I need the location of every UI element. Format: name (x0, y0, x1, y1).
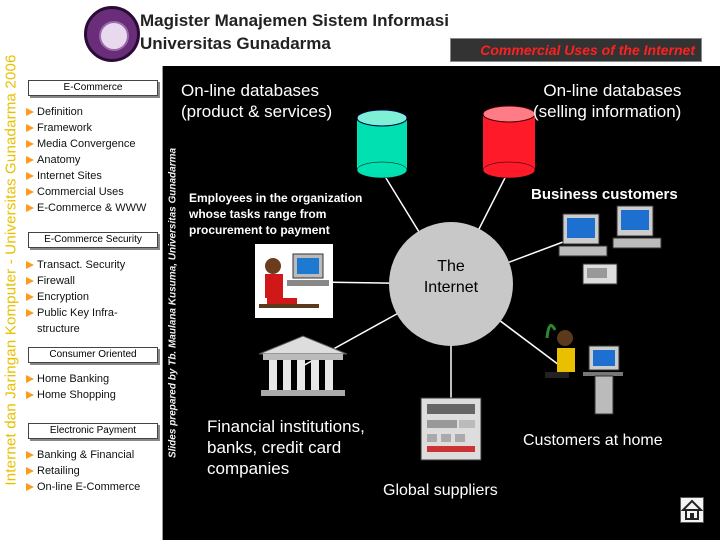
sidebar-item-public-key[interactable]: Public Key Infra- (26, 305, 125, 321)
sidebar-section-payment[interactable]: Electronic Payment (28, 423, 158, 439)
diagram-graphics (255, 105, 662, 461)
vertical-banner: Internet dan Jaringan Komputer - Univers… (0, 0, 22, 540)
sidebar-item-home-banking[interactable]: Home Banking (26, 371, 116, 387)
sidebar-list-security: Transact. Security Firewall Encryption P… (26, 257, 125, 337)
home-button[interactable] (680, 497, 704, 523)
sidebar-item-anatomy[interactable]: Anatomy (26, 152, 146, 168)
computer-workstation-icon (558, 205, 662, 285)
sidebar-item-firewall[interactable]: Firewall (26, 273, 125, 289)
sidebar-item-internet-sites[interactable]: Internet Sites (26, 168, 146, 184)
label-business-customers: Business customers (531, 186, 678, 203)
sidebar-item-framework[interactable]: Framework (26, 120, 146, 136)
fax-machine-icon (420, 397, 482, 461)
slide-header: Magister Manajemen Sistem Informasi Univ… (22, 0, 720, 66)
header-title-line2: Universitas Gunadarma (140, 34, 331, 53)
university-logo-icon (84, 6, 140, 62)
computer-workstation-icon (545, 324, 623, 415)
sidebar: E-Commerce Definition Framework Media Co… (22, 66, 163, 540)
sidebar-item-encryption[interactable]: Encryption (26, 289, 125, 305)
sidebar-item-media-convergence[interactable]: Media Convergence (26, 136, 146, 152)
sidebar-section-security[interactable]: E-Commerce Security (28, 232, 158, 248)
sidebar-item-banking-financial[interactable]: Banking & Financial (26, 447, 140, 463)
label-employees: Employees in the organization whose task… (189, 191, 363, 237)
sidebar-list-consumer: Home Banking Home Shopping (26, 371, 116, 403)
vertical-banner-text: Internet dan Jaringan Komputer - Univers… (2, 54, 20, 486)
slide-credit-text: Slides prepared by Tb. Maulana Kusuma, U… (167, 147, 179, 459)
topic-title: Commercial Uses of the Internet (450, 38, 702, 62)
database-icon (482, 105, 536, 179)
commercial-uses-diagram: On-line databases (product & services) O… (181, 66, 720, 540)
sidebar-item-public-key-cont[interactable]: structure (37, 323, 80, 335)
database-icon (356, 109, 408, 179)
label-db-product: On-line databases (product & services) (181, 81, 333, 121)
sidebar-item-e-commerce-www[interactable]: E-Commerce & WWW (26, 200, 146, 216)
sidebar-section-consumer[interactable]: Consumer Oriented (28, 347, 158, 363)
bank-building-icon (258, 335, 348, 396)
label-internet: The Internet (423, 258, 479, 296)
sidebar-item-definition[interactable]: Definition (26, 104, 146, 120)
sidebar-item-retailing[interactable]: Retailing (26, 463, 140, 479)
slide-credit: Slides prepared by Tb. Maulana Kusuma, U… (163, 66, 183, 540)
sidebar-list-payment: Banking & Financial Retailing On-line E-… (26, 447, 140, 495)
label-db-selling: On-line databases (selling information) (533, 81, 682, 121)
label-customers-home: Customers at home (523, 432, 663, 449)
internet-circle (389, 222, 513, 346)
computer-workstation-icon (255, 244, 333, 318)
sidebar-item-home-shopping[interactable]: Home Shopping (26, 387, 116, 403)
sidebar-list-e-commerce: Definition Framework Media Convergence A… (26, 104, 146, 216)
sidebar-item-commercial-uses[interactable]: Commercial Uses (26, 184, 146, 200)
sidebar-section-e-commerce[interactable]: E-Commerce (28, 80, 158, 96)
sidebar-item-transact-security[interactable]: Transact. Security (26, 257, 125, 273)
sidebar-item-online-e-commerce[interactable]: On-line E-Commerce (26, 479, 140, 495)
header-title-line1: Magister Manajemen Sistem Informasi (140, 11, 449, 30)
home-icon (680, 499, 704, 520)
label-global-suppliers: Global suppliers (383, 482, 498, 499)
label-financial: Financial institutions, banks, credit ca… (207, 417, 365, 478)
